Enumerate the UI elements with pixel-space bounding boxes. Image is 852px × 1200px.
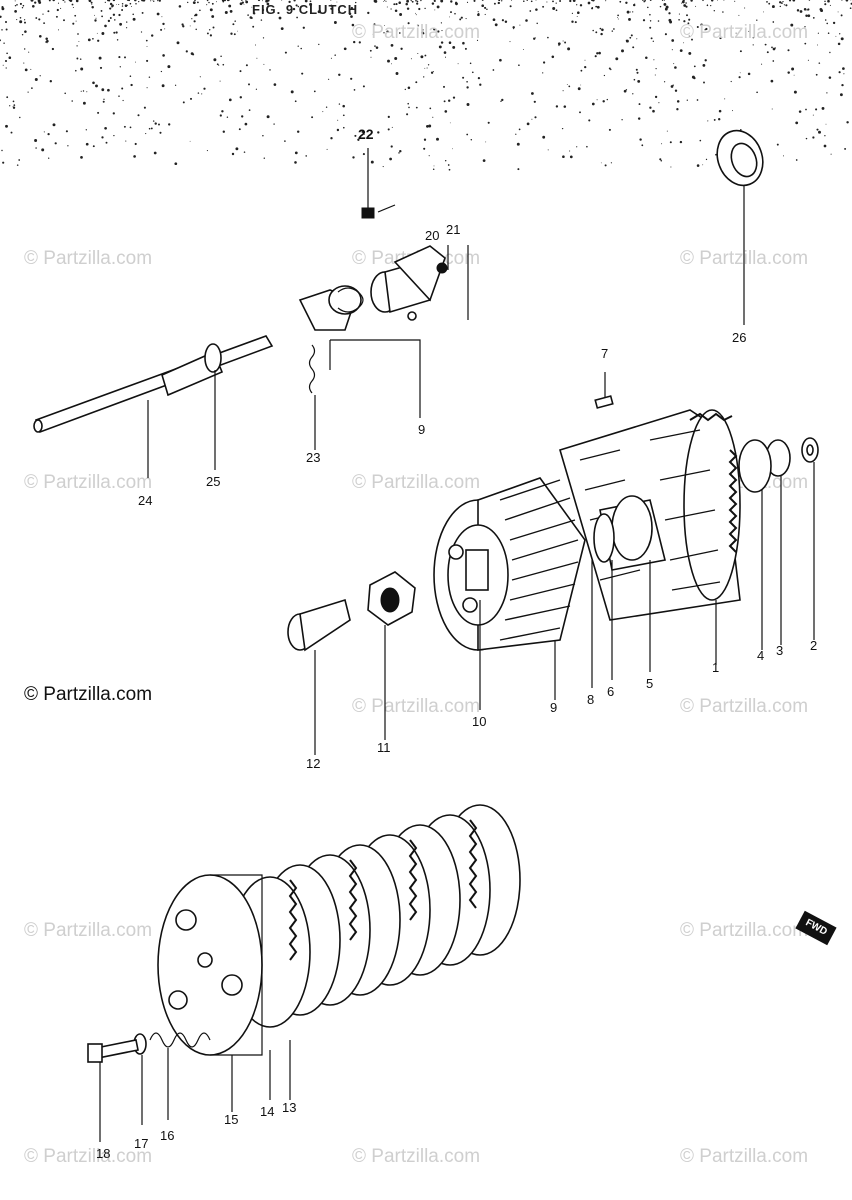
label-22: 22 <box>358 126 374 142</box>
part-15-pressure-plate <box>157 874 291 1112</box>
label-26: 26 <box>732 330 747 345</box>
figure-title: FIG. 9 CLUTCH <box>252 2 359 17</box>
label-15: 15 <box>224 1112 239 1127</box>
sleeve-hub <box>591 495 666 688</box>
copyright-text: © Partzilla.com <box>24 684 153 705</box>
label-21: 21 <box>446 222 461 237</box>
watermark: © Partzilla.com <box>24 920 153 941</box>
label-9b: 9 <box>550 700 558 715</box>
spring-bolt <box>87 1032 211 1142</box>
label-7: 7 <box>601 346 609 361</box>
label-16: 16 <box>160 1128 175 1143</box>
watermark: © Partzilla.com <box>680 920 809 941</box>
label-4: 4 <box>757 648 765 663</box>
watermark: © Partzilla.com <box>680 22 809 43</box>
watermark: © Partzilla.com <box>24 472 153 493</box>
label-20: 20 <box>425 228 440 243</box>
release-assembly <box>298 148 469 450</box>
label-13: 13 <box>282 1100 297 1115</box>
label-9a: 9 <box>418 422 426 437</box>
part-26-seal <box>716 129 764 325</box>
watermark: © Partzilla.com <box>24 248 153 269</box>
part-7-pin <box>594 372 614 409</box>
label-18: 18 <box>96 1146 111 1161</box>
label-8: 8 <box>587 692 595 707</box>
label-11: 11 <box>377 740 391 755</box>
watermark: © Partzilla.com <box>352 696 481 717</box>
label-14: 14 <box>260 1104 275 1119</box>
label-2: 2 <box>810 638 818 653</box>
label-6: 6 <box>607 684 615 699</box>
watermark: © Partzilla.com <box>24 1146 153 1167</box>
label-5: 5 <box>646 676 654 691</box>
watermark: © Partzilla.com <box>352 1146 481 1167</box>
washers <box>738 437 819 650</box>
watermark: © Partzilla.com <box>680 1146 809 1167</box>
label-3: 3 <box>776 643 784 658</box>
part-11-nut <box>367 571 416 740</box>
label-10: 10 <box>472 714 487 729</box>
plate-stack <box>229 804 521 1028</box>
part-24-pushrod <box>33 335 274 478</box>
label-24: 24 <box>138 493 153 508</box>
label-17: 17 <box>134 1136 149 1151</box>
label-1: 1 <box>712 660 720 675</box>
scan-noise <box>0 0 852 171</box>
label-23: 23 <box>306 450 321 465</box>
part-12-washer <box>287 598 351 755</box>
label-25: 25 <box>206 474 221 489</box>
watermark: © Partzilla.com <box>352 472 481 493</box>
part-9-hub <box>433 477 586 710</box>
watermark: © Partzilla.com <box>680 696 809 717</box>
watermark: © Partzilla.com <box>352 22 481 43</box>
label-12: 12 <box>306 756 321 771</box>
